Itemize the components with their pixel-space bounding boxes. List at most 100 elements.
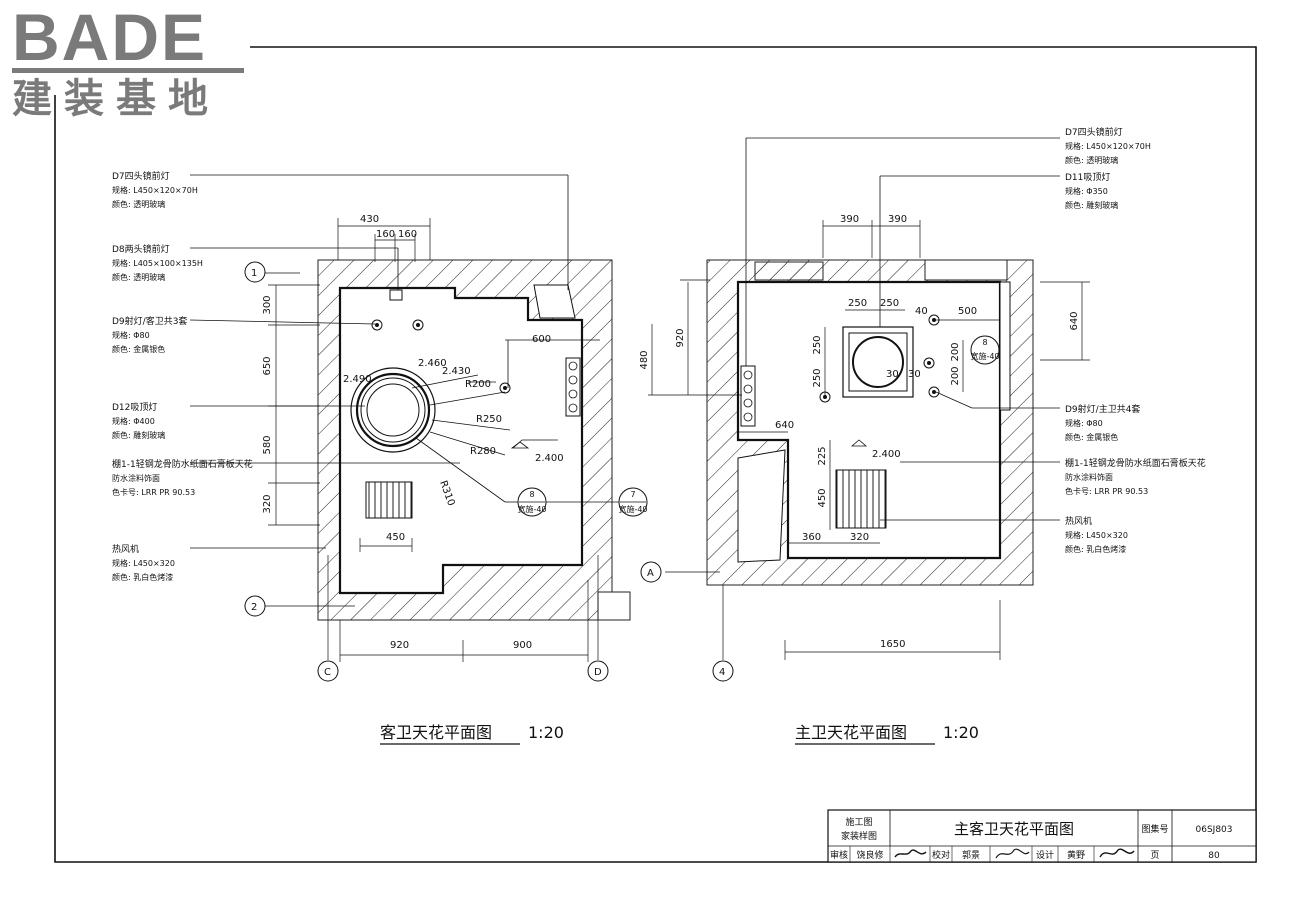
axis-label: A xyxy=(647,568,654,579)
callout-title: D8两头镜前灯 xyxy=(112,243,170,255)
callout-title: 热风机 xyxy=(1065,515,1092,527)
callout-line: 颜色: 透明玻璃 xyxy=(112,272,165,282)
callout-line: 色卡号: LRR PR 90.53 xyxy=(1065,486,1148,496)
axis-marker xyxy=(244,261,266,283)
dim-label: 250 xyxy=(880,298,899,309)
dim-label: 360 xyxy=(802,532,821,543)
axis-marker xyxy=(587,660,609,682)
axis-marker xyxy=(712,660,734,682)
dim-label: 2.430 xyxy=(442,366,471,377)
callout-line: 规格: L450×320 xyxy=(1065,530,1128,540)
dim-label: 450 xyxy=(386,532,405,543)
section-num: 8 xyxy=(982,338,987,347)
section-marker xyxy=(970,335,1000,365)
dim-label: 920 xyxy=(390,640,409,651)
page-label: 页 xyxy=(1150,850,1159,861)
callout-title: 棚1-1轻钢龙骨防水纸面石膏板天花 xyxy=(112,458,253,470)
section-num: 7 xyxy=(630,490,635,499)
spot-lights-left xyxy=(371,319,511,394)
axis-label: 1 xyxy=(251,268,257,279)
right-plan-scale: 1:20 xyxy=(943,723,979,742)
dim-label: 250 xyxy=(812,335,823,354)
left-callouts: D7四头镜前灯 规格: L450×120×70H 颜色: 透明玻璃 D8两头镜前… xyxy=(112,170,253,582)
right-plan: D7四头镜前灯 规格: L450×120×70H 颜色: 透明玻璃 D11吸顶灯… xyxy=(639,126,1206,745)
review-name: 饶良修 xyxy=(856,849,883,861)
review-signature xyxy=(894,849,927,858)
ceiling-light-d11 xyxy=(842,326,914,398)
callout-title: D7四头镜前灯 xyxy=(1065,126,1123,138)
callout-line: 颜色: 雕刻玻璃 xyxy=(1065,200,1118,210)
dim-label: 225 xyxy=(817,446,828,465)
dim-label: 1650 xyxy=(880,639,905,650)
right-dimensions: 390 390 640 920 480 250 250 40 500 250 2… xyxy=(639,214,1080,678)
sheet-border xyxy=(54,46,1257,863)
dim-label: 390 xyxy=(888,214,907,225)
dim-label: 900 xyxy=(513,640,532,651)
axis-label: 2 xyxy=(251,602,257,613)
dim-label: 30 xyxy=(908,369,921,380)
left-plan-scale: 1:20 xyxy=(528,723,564,742)
axis-marker xyxy=(640,561,662,583)
callout-line: 规格: Φ80 xyxy=(112,330,150,340)
axis-label: C xyxy=(324,667,331,678)
dim-label: 2.400 xyxy=(535,453,564,464)
callout-line: 颜色: 透明玻璃 xyxy=(1065,155,1118,165)
dim-label: R250 xyxy=(476,414,502,425)
dim-label: 600 xyxy=(532,334,551,345)
atlas-label: 图集号 xyxy=(1141,823,1168,835)
axis-label: 4 xyxy=(719,667,725,678)
heater-unit-left xyxy=(365,481,413,519)
review-label: 审核 xyxy=(830,849,848,861)
dim-label: 2.490 xyxy=(343,374,372,385)
dim-label: 640 xyxy=(775,420,794,431)
callout-line: 色卡号: LRR PR 90.53 xyxy=(112,487,195,497)
axis-marker xyxy=(317,660,339,682)
design-name: 黄野 xyxy=(1067,849,1085,861)
dim-label: 30 xyxy=(886,369,899,380)
left-dimensions: 430 160 160 300 650 580 320 920 900 600 … xyxy=(251,214,648,678)
axis-label: D xyxy=(594,667,602,678)
dim-label: 40 xyxy=(915,306,928,317)
dim-label: 200 xyxy=(950,342,961,361)
callout-line: 规格: L450×120×70H xyxy=(112,185,198,195)
dim-label: 390 xyxy=(840,214,859,225)
callout-line: 颜色: 雕刻玻璃 xyxy=(112,430,165,440)
callout-line: 颜色: 金属银色 xyxy=(112,344,165,354)
callout-title: D9射灯/客卫共3套 xyxy=(112,315,187,327)
callout-title: D7四头镜前灯 xyxy=(112,170,170,182)
callout-line: 规格: L450×120×70H xyxy=(1065,141,1151,151)
dim-label: 320 xyxy=(262,494,273,513)
mirror-light-d7-left xyxy=(565,357,581,417)
dim-label: 480 xyxy=(639,350,650,369)
dim-label: 250 xyxy=(812,368,823,387)
dim-label: R280 xyxy=(470,446,496,457)
right-plan-title: 主卫天花平面图 xyxy=(795,723,907,742)
axis-marker xyxy=(244,595,266,617)
stage-label: 施工图 xyxy=(845,816,872,828)
dim-label: 500 xyxy=(958,306,977,317)
callout-title: D12吸顶灯 xyxy=(112,402,157,413)
left-plan: D7四头镜前灯 规格: L450×120×70H 颜色: 透明玻璃 D8两头镜前… xyxy=(112,170,648,745)
dim-label: 200 xyxy=(950,366,961,385)
dim-label: 2.400 xyxy=(872,449,901,460)
dim-label: 580 xyxy=(262,435,273,454)
logo-latin: BADE xyxy=(12,0,208,74)
callout-line: 规格: L450×320 xyxy=(112,558,175,568)
dim-label: 160 xyxy=(376,229,395,240)
page-number: 80 xyxy=(1208,851,1220,861)
callout-title: D11吸顶灯 xyxy=(1065,172,1110,183)
dim-label: 450 xyxy=(817,488,828,507)
section-num: 8 xyxy=(529,490,534,499)
dim-label: R200 xyxy=(465,379,491,390)
dim-label: 160 xyxy=(398,229,417,240)
callout-line: 规格: Φ400 xyxy=(112,416,155,426)
mirror-light-d7-right xyxy=(740,365,756,427)
design-signature xyxy=(1099,848,1135,858)
callout-line: 规格: L405×100×135H xyxy=(112,258,203,268)
logo-divider xyxy=(12,68,244,73)
section-sub: 宽施-40 xyxy=(970,351,999,361)
section-sub: 宽施-40 xyxy=(618,504,647,514)
callout-title: 热风机 xyxy=(112,543,139,555)
